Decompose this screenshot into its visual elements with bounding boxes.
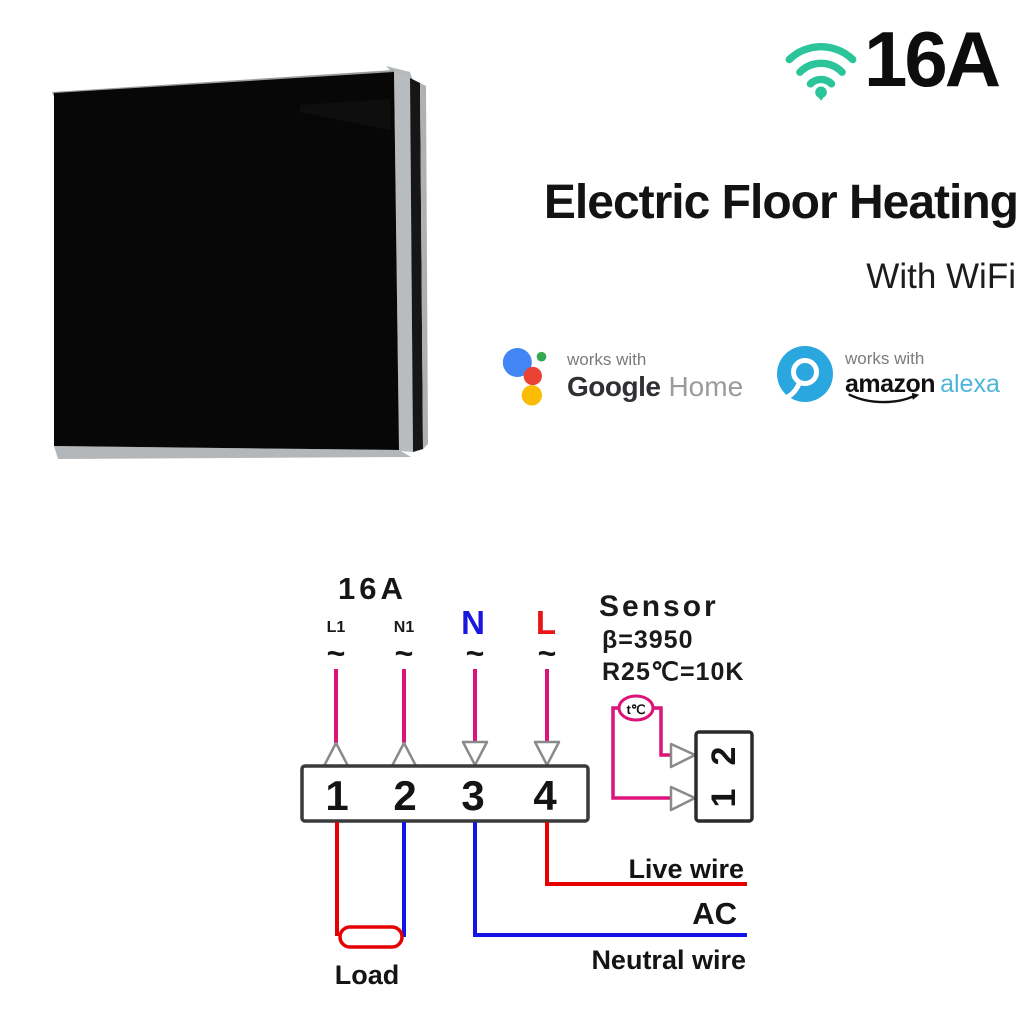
terminal-block: [300, 764, 590, 823]
amazon-alexa-badge: works with amazon alexa: [776, 344, 1000, 404]
sensor-beta-value: β=3950: [602, 626, 693, 654]
device-back-frame: [420, 83, 428, 449]
device-side-body: [410, 78, 423, 452]
sensor-terminal-number-1: 1: [705, 789, 743, 808]
terminal-number-4: 4: [533, 772, 557, 819]
thermistor-symbol: [617, 694, 655, 722]
terminal-arrow-up-2: [390, 741, 418, 768]
google-brand-label: Google: [567, 370, 661, 402]
terminal-arrow-down-4: [533, 740, 561, 767]
product-subtitle: With WiFi: [866, 257, 1016, 296]
alexa-icon: [777, 346, 833, 402]
amazon-brand-label: amazon: [845, 371, 936, 403]
load-element: [338, 925, 404, 949]
google-works-with-label: works with: [567, 349, 647, 369]
terminal-number-2: 2: [393, 772, 416, 819]
sensor-connector-block: [694, 730, 754, 823]
ac-tilde-3: ~: [466, 635, 485, 671]
live-wire-line: [545, 822, 747, 886]
terminal-number-3: 3: [461, 772, 484, 819]
sensor-wire-lower: [611, 706, 671, 800]
terminal-label-n: N: [461, 604, 485, 641]
sensor-title: Sensor: [599, 590, 719, 623]
live-wire-label: Live wire: [628, 854, 744, 884]
product-title: Electric Floor Heating: [543, 176, 1019, 229]
terminal-number-1: 1: [325, 772, 348, 819]
sensor-terminal-number-2: 2: [705, 747, 743, 766]
terminal-label-l1: L1: [327, 619, 346, 636]
alexa-badge-text: works with amazon alexa: [845, 349, 1000, 403]
load-label: Load: [335, 960, 400, 990]
google-assistant-icon: [502, 347, 547, 406]
wiring-diagram: 16A L1 N1 N L ~ ~ ~ ~ 1 2 3 4: [300, 571, 754, 990]
google-badge-text: works with Google Home: [567, 349, 744, 402]
wifi-icon: [785, 43, 857, 101]
device-glass-panel: [54, 72, 399, 450]
terminal-arrow-up-1: [322, 741, 350, 768]
terminal-label-n1: N1: [394, 619, 415, 636]
ac-tilde-4: ~: [538, 635, 557, 671]
neutral-wire-line: [473, 822, 747, 937]
sensor-arrow-2: [669, 742, 697, 769]
thermistor-label: t℃: [627, 702, 646, 717]
google-home-badge: works with Google Home: [498, 346, 743, 406]
sensor-wire-upper: [652, 706, 671, 757]
sensor-arrow-1: [669, 785, 697, 812]
diagram-amperage-label: 16A: [338, 571, 407, 606]
terminal-arrow-down-3: [461, 740, 489, 767]
alexa-works-with-label: works with: [845, 349, 925, 369]
thermostat-product-photo: [52, 66, 428, 459]
amazon-smile-icon: [848, 392, 920, 403]
google-product-label: Home: [668, 370, 744, 402]
device-right-frame: [394, 72, 413, 452]
ac-tilde-1: ~: [327, 635, 346, 671]
neutral-wire-label: Neutral wire: [591, 945, 746, 975]
device-bottom-frame: [54, 446, 411, 459]
amperage-rating: 16A: [864, 15, 1001, 103]
ac-label: AC: [692, 896, 737, 931]
sensor-resistance-value: R25℃=10K: [602, 658, 744, 686]
terminal-label-l: L: [536, 604, 556, 641]
alexa-product-label: alexa: [940, 370, 1000, 399]
ac-tilde-2: ~: [395, 635, 414, 671]
